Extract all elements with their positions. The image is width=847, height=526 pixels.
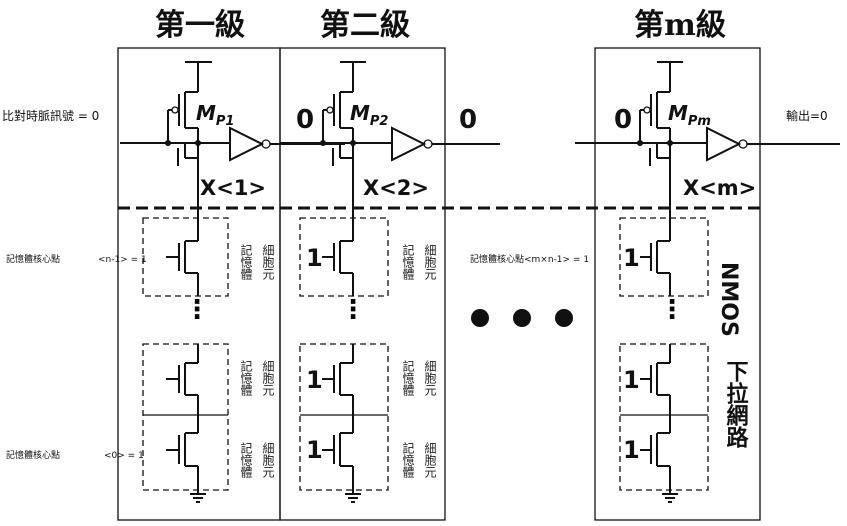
cell-text-col2: 細胞元 [423, 360, 437, 397]
ellipsis-dot-2 [513, 309, 531, 327]
stage-m-pmos [637, 61, 683, 218]
cell-text-col1: 記憶體 [401, 243, 415, 281]
stage-1-pmos-label: MP1 [196, 101, 234, 129]
stage-2-pmos [280, 61, 392, 218]
stage-m-pmos-label: MPm [668, 101, 711, 129]
stage-m-bit-mid: 1 [623, 366, 640, 394]
stage-2-title: 第二級 [320, 8, 410, 43]
stage-2-box [279, 47, 446, 521]
stage-2-cell-text: 記憶體 細胞元 記憶體 細胞元 記憶體 細胞元 [401, 243, 437, 479]
stage-m-cell-bottom [619, 343, 709, 491]
cell-text-col1: 記憶體 [239, 441, 253, 479]
output-label: 輸出=0 [786, 108, 828, 123]
cell-text-col2: 細胞元 [261, 442, 275, 479]
stage-1-node-top-prefix: 記憶體核心點 [6, 253, 60, 265]
stage-1-node-bottom-prefix: 記憶體核心點 [6, 449, 60, 461]
nmos-label-latin: NMOS [716, 262, 741, 337]
stage-2-bit-top: 1 [306, 244, 323, 272]
cell-text-col1: 記憶體 [239, 243, 253, 281]
stage-1-cell-text: 記憶體 細胞元 記憶體 細胞元 記憶體 細胞元 [239, 243, 275, 479]
nmos-pulldown-label: NMOS [716, 262, 741, 337]
cell-text-col2: 細胞元 [423, 442, 437, 479]
nmos-label-cjk: 下拉網路 [723, 360, 749, 448]
stage-2-pmos-label: MP2 [350, 101, 388, 129]
stage-1-inverter [229, 126, 265, 162]
stage-m-inverter [706, 126, 742, 162]
clock-signal-label: 比對時脈訊號 = 0 [2, 108, 99, 123]
cell-text-col1: 記憶體 [401, 441, 415, 479]
stage-2-bit-mid: 1 [306, 366, 323, 394]
stage-m-bit-top: 1 [623, 244, 640, 272]
stage-1-vdots: ⋮ [184, 295, 210, 325]
stage-2-node-label: X<2> [363, 176, 429, 200]
cell-text-col2: 細胞元 [261, 244, 275, 281]
stage-m-node-label: X<m> [683, 176, 756, 200]
stage-m-input-zero: 0 [614, 105, 632, 135]
stage-2-vdots: ⋮ [340, 295, 366, 325]
stage-1-node-bottom-label: <0> = 1 [104, 451, 144, 461]
stage-m-vdots: ⋮ [659, 295, 685, 325]
ellipsis-dot-3 [555, 309, 573, 327]
stage-1-cell-top [142, 217, 229, 297]
stage-m-ground-icon [662, 493, 678, 503]
stage-2-bit-bottom: 1 [306, 436, 323, 464]
cell-text-col1: 記憶體 [239, 359, 253, 397]
stage-1-node-top-label: <n-1> = 1 [98, 255, 147, 265]
cell-text-col1: 記憶體 [401, 359, 415, 397]
stage-2-cell-top [299, 217, 389, 297]
cell-text-col2: 細胞元 [423, 244, 437, 281]
stage-m-bit-bottom: 1 [623, 436, 640, 464]
stage-m-cell-top [619, 217, 709, 297]
stage-m-box [594, 47, 761, 521]
stage-2-cell-bottom [299, 343, 389, 491]
stage-2-inverter [391, 126, 427, 162]
stage-2-input-zero: 0 [296, 105, 314, 135]
stage-m-node-label-text: 記憶體核心點<m×n-1> = 1 [470, 253, 589, 265]
stage-m-title: 第m級 [634, 8, 726, 43]
stage-1-title: 第一級 [155, 8, 245, 43]
stage-1-cell-bottom [142, 343, 229, 491]
cell-text-col2: 細胞元 [261, 360, 275, 397]
stage-1-node-label: X<1> [200, 176, 266, 200]
stage-2-ground-icon [345, 493, 361, 503]
stage-1-ground-icon [190, 493, 206, 503]
stage-1-pmos [120, 61, 230, 218]
ellipsis-dot-1 [471, 309, 489, 327]
stage-2-output-zero: 0 [459, 105, 477, 135]
